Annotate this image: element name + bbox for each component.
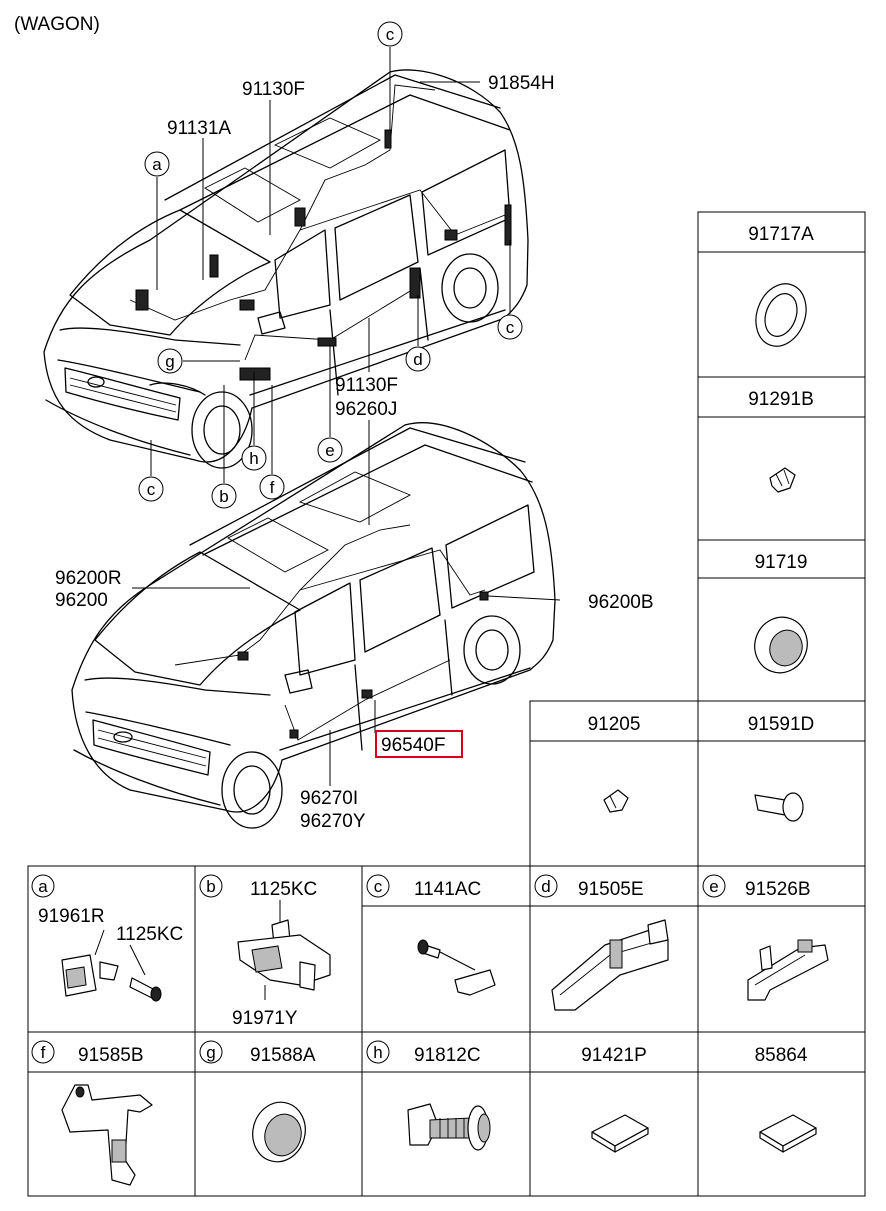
part-91526B: 91526B <box>745 879 811 900</box>
circle-letter-h-top: h <box>241 445 267 471</box>
part-91291B: 91291B <box>748 389 814 410</box>
part-91961R: 91961R <box>38 906 105 927</box>
grid-letter-b: b <box>199 874 223 898</box>
van-bottom-illustration <box>71 422 556 829</box>
grid-letter-h: h <box>366 1040 390 1064</box>
callout-91854H: 91854H <box>488 73 555 94</box>
callout-96270Y: 96270Y <box>300 811 366 832</box>
callout-96200: 96200 <box>55 590 108 611</box>
grid-letter-c: c <box>366 874 390 898</box>
plug-cap-g-icon <box>252 1101 306 1163</box>
svg-text:d: d <box>541 877 550 896</box>
callout-91130F-bottom: 91130F <box>335 375 398 396</box>
part-91585B: 91585B <box>78 1045 144 1066</box>
svg-text:h: h <box>373 1043 382 1062</box>
svg-text:e: e <box>325 441 334 460</box>
part-91588A: 91588A <box>250 1045 316 1066</box>
bolt-bracket-c-icon <box>417 939 496 996</box>
circle-letter-a-top: a <box>144 151 170 177</box>
callout-91131A: 91131A <box>167 118 231 139</box>
bottom-parts-grid <box>27 865 866 1197</box>
svg-text:c: c <box>386 25 395 44</box>
bottom-van-leaders <box>132 587 561 786</box>
circle-letter-c-top2: c <box>497 314 523 340</box>
circle-letter-g-top: g <box>157 348 183 374</box>
part-91421P: 91421P <box>581 1045 647 1066</box>
svg-text:g: g <box>165 352 174 371</box>
protector-channel-e-icon <box>747 939 829 1001</box>
clip-icon <box>769 467 796 493</box>
svg-text:d: d <box>413 350 422 369</box>
svg-text:c: c <box>506 318 515 337</box>
svg-text:b: b <box>219 487 228 506</box>
svg-text:a: a <box>38 877 48 896</box>
callout-96540F: 96540F <box>381 735 445 756</box>
bracket-bolt-b-icon <box>237 900 331 1000</box>
part-91591D: 91591D <box>748 714 815 735</box>
part-85864: 85864 <box>755 1045 808 1066</box>
ring-grommet-icon <box>755 283 807 347</box>
circle-letter-c-top3: c <box>138 476 164 502</box>
part-91971Y: 91971Y <box>232 1008 298 1029</box>
callout-96200B: 96200B <box>588 592 654 613</box>
callout-91130F-top: 91130F <box>242 79 305 100</box>
part-91717A: 91717A <box>748 224 814 245</box>
callout-96200R: 96200R <box>55 568 122 589</box>
svg-text:b: b <box>206 877 215 896</box>
grommet-h-icon <box>407 1103 491 1151</box>
circle-letter-b-top: b <box>211 483 237 509</box>
part-91505E: 91505E <box>578 879 644 900</box>
circle-letter-e-top: e <box>317 437 343 463</box>
pad-91421P-icon <box>591 1114 649 1153</box>
bracket-f-icon <box>61 1084 153 1186</box>
part-1141AC: 1141AC <box>414 879 481 900</box>
circle-letter-d-top: d <box>405 346 431 372</box>
variant-label: (WAGON) <box>14 14 100 35</box>
circle-letter-f-top: f <box>259 474 285 500</box>
callout-96260J: 96260J <box>335 399 397 420</box>
part-1125KC-b: 1125KC <box>250 879 317 900</box>
part-91205: 91205 <box>588 714 641 735</box>
svg-text:c: c <box>374 877 383 896</box>
grid-letter-a: a <box>31 874 55 898</box>
clip-small-icon <box>603 789 629 813</box>
part-91719: 91719 <box>755 552 808 573</box>
highlight-box <box>375 730 463 758</box>
plug-cap-icon <box>754 616 808 674</box>
circle-letter-c-top1: c <box>377 21 403 47</box>
svg-text:g: g <box>206 1043 215 1062</box>
svg-text:h: h <box>249 449 258 468</box>
protector-channel-d-icon <box>551 919 669 1011</box>
svg-text:f: f <box>41 1043 46 1062</box>
van-top-illustration <box>43 69 529 469</box>
part-1125KC-a: 1125KC <box>116 924 183 945</box>
callout-96270I: 96270I <box>300 788 358 809</box>
grid-letter-f: f <box>31 1040 55 1064</box>
top-van-leaders <box>150 47 511 525</box>
svg-text:c: c <box>147 480 156 499</box>
svg-text:f: f <box>270 478 275 497</box>
pad-85864-icon <box>759 1114 817 1153</box>
right-column-grid <box>529 211 866 867</box>
grid-letter-g: g <box>199 1040 223 1064</box>
part-91812C: 91812C <box>414 1045 481 1066</box>
grid-letter-e: e <box>702 874 726 898</box>
push-pin-icon <box>754 792 804 822</box>
grid-letter-d: d <box>534 874 558 898</box>
svg-text:e: e <box>709 877 718 896</box>
bracket-bolt-a-icon <box>61 929 162 1002</box>
svg-text:a: a <box>152 155 162 174</box>
